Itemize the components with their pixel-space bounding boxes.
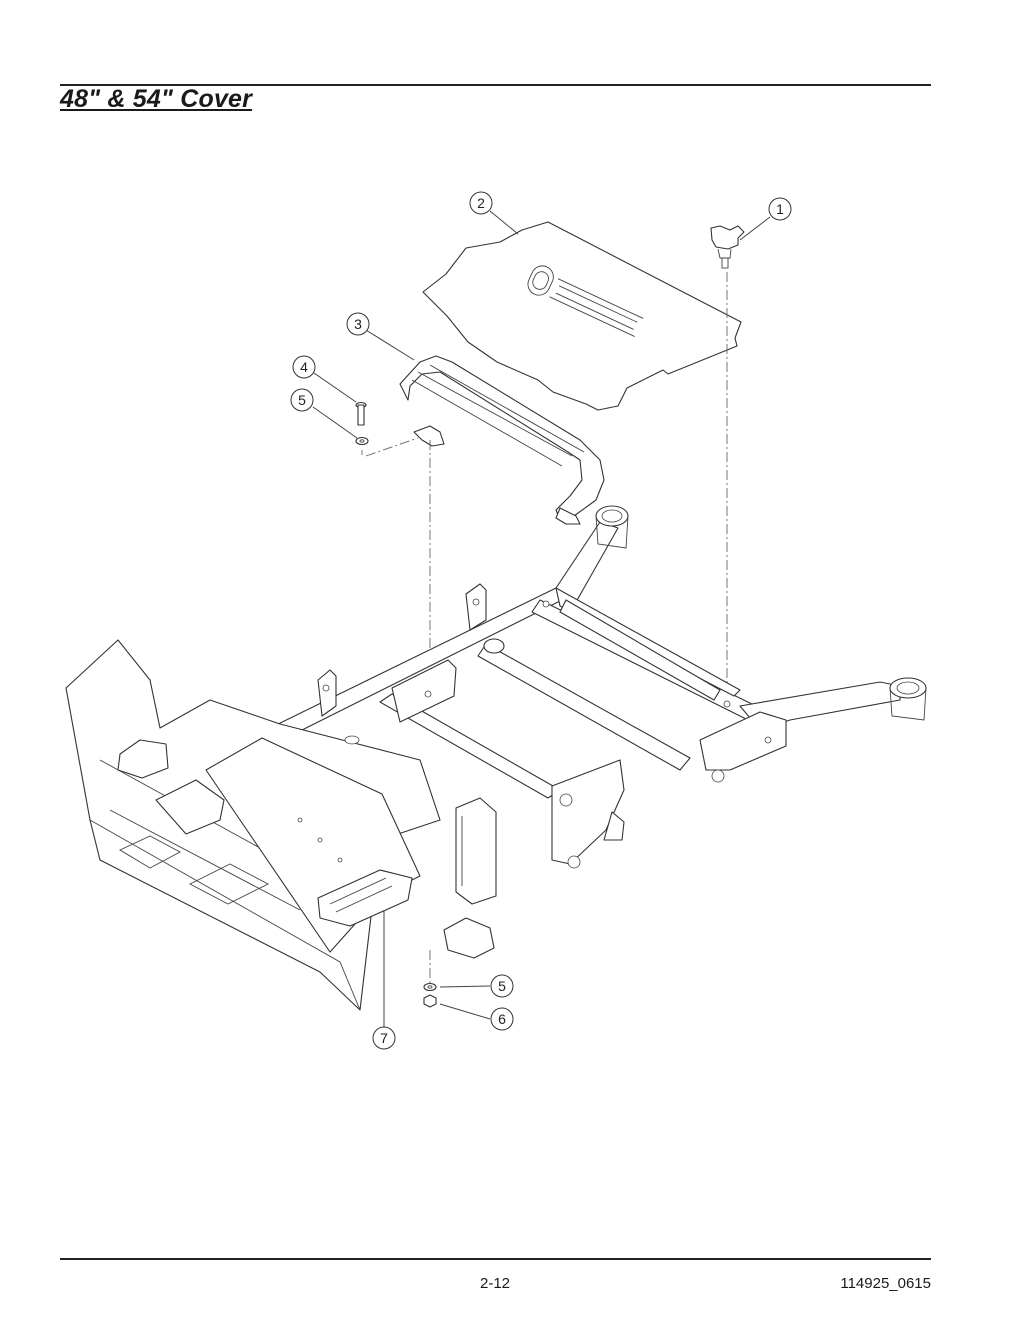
callout-5-lower: 5	[490, 974, 514, 998]
callout-label: 2	[477, 195, 485, 211]
washer-upper	[355, 436, 369, 446]
mower-frame	[65, 505, 927, 1011]
callout-3: 3	[346, 312, 370, 336]
callout-5-upper: 5	[290, 388, 314, 412]
tube-cover	[399, 355, 605, 525]
cover-plate	[422, 221, 742, 411]
leader-lines	[312, 210, 771, 1029]
callout-2: 2	[469, 191, 493, 215]
callout-label: 7	[380, 1030, 388, 1046]
callout-1: 1	[768, 197, 792, 221]
callout-label: 5	[498, 978, 506, 994]
callout-label: 1	[776, 201, 784, 217]
top-rule	[60, 84, 931, 86]
callout-label: 3	[354, 316, 362, 332]
callout-label: 6	[498, 1011, 506, 1027]
nut	[423, 994, 437, 1008]
page-title: 48" & 54" Cover	[60, 85, 253, 113]
callout-label: 4	[300, 359, 308, 375]
knob	[710, 225, 745, 269]
trimstar-logo	[527, 265, 644, 337]
alignment-lines	[361, 272, 728, 985]
washer-lower	[423, 982, 437, 992]
page-number: 2-12	[479, 1275, 511, 1292]
callout-7: 7	[372, 1026, 396, 1050]
callout-4: 4	[292, 355, 316, 379]
bottom-rule	[60, 1258, 931, 1260]
bolt	[355, 401, 367, 426]
callout-6: 6	[490, 1007, 514, 1031]
document-id: 114925_0615	[840, 1275, 931, 1292]
callout-label: 5	[298, 392, 306, 408]
